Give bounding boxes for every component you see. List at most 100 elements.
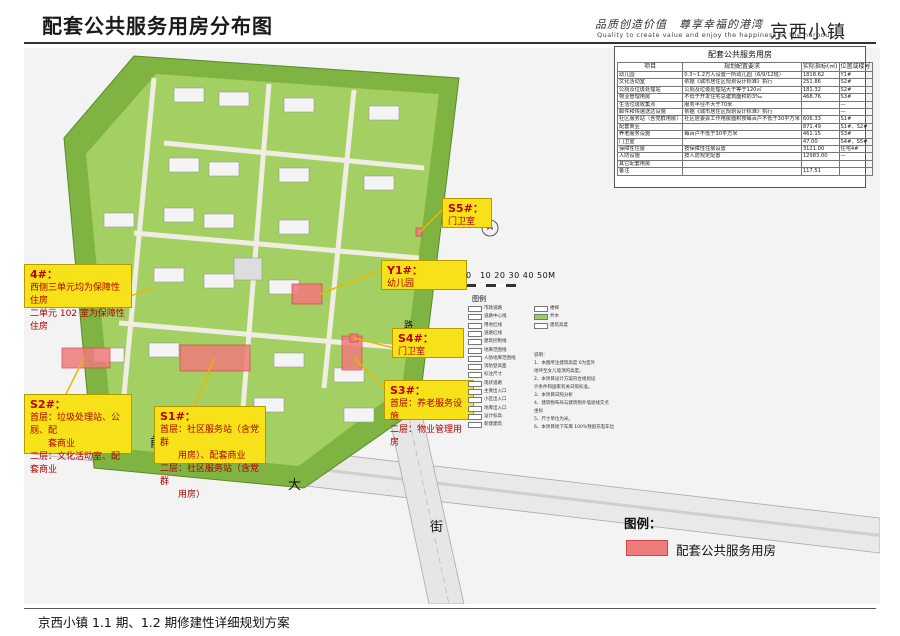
site-legend-swatch [468,306,482,312]
building-s2 [61,347,111,369]
schedule-cell [682,122,802,132]
site-legend-swatch [468,372,482,379]
schedule-cell: 0.3~1.2万人设置一所幼儿园（6/9/12班） [682,70,802,80]
schedule-header-cell: 位置或楼号 [838,62,873,72]
footer-title: 京西小镇 1.1 期、1.2 期修建性详细规划方案 [38,615,290,630]
schedule-cell: 461.15 [800,130,840,139]
schedule-cell: 住宅4# [838,145,873,154]
schedule-cell: S2# [838,85,873,95]
schedule-cell: 人防设施 [616,152,684,161]
site-legend-item: 市政道路 [484,306,502,311]
site-legend-swatch [468,389,482,395]
callout-y1-line: 幼儿园 [387,279,415,289]
schedule-cell: 保障性住房 [616,145,684,154]
site-legend-swatch [468,380,482,387]
schedule-row: 邮件和快递送达设施依据《城市居住区规划设计标准》执行— [616,108,873,117]
callout-s2-line-3: 二层：文化活动室、配套商业 [30,452,121,475]
callout-s4: S4#： 门卫室 [392,328,464,358]
schedule-cell: 文化活动室 [616,78,684,87]
site-legend-item: 建筑高度 [550,322,568,328]
site-legend-item: 设计标高 [484,413,502,419]
callout-building-4: 4#： 西侧三单元均为保障性住房 二单元 102 室为保障性住房 [24,264,132,332]
schedule-row: 其它配套用房 [616,159,873,169]
site-legend-swatch [468,355,482,362]
schedule-cell: 12983.00 [800,152,840,161]
site-legend-swatch [468,405,482,412]
site-legend-item: 小区出入口 [484,397,507,403]
schedule-cell: S1# [838,115,873,124]
callout-s3-id: S3#： [390,384,426,397]
slogan: 品质创造价值 尊享幸福的港湾 [595,18,763,31]
site-legend-item: 道路中心线 [484,314,507,320]
callout-s1-id: S1#： [160,410,196,423]
schedule-cell [800,108,840,117]
schedule-header-cell: 规划配置要求 [682,62,802,72]
callout-s3-line-1: 首层：养老服务设施 [390,399,463,422]
schedule-cell: 其它配套用房 [616,159,684,169]
site-legend-swatch [534,314,548,321]
site-legend-swatch [468,314,482,321]
schedule-cell: Y1# [838,70,873,80]
note-line: 5、尺寸单位为米。 [534,417,573,422]
schedule-cell: 181.32 [800,85,840,95]
note-line: 计条件和国家有关日照标准。 [534,385,593,390]
schedule-cell: 按人防规定配置 [682,152,802,161]
site-legend-swatch [468,364,482,371]
schedule-cell: 生活垃圾收集点 [616,100,684,110]
schedule-cell: — [838,152,873,161]
site-legend-swatch [468,339,482,346]
site-legend-item: 消防登高面 [484,364,507,370]
main-legend-label: 配套公共服务用房 [676,543,777,558]
site-legend-item: 现状道路 [484,380,502,386]
schedule-cell: 251.86 [800,78,840,87]
note-line: 2、本项目设计方案符合规划设 [534,377,596,382]
callout-s5-line: 门卫室 [448,217,476,227]
schedule-cell [800,159,840,169]
site-legend-swatch [534,322,548,329]
callout-s5: S5#： 门卫室 [442,198,492,228]
schedule-cell: 606.33 [800,115,840,124]
schedule-cell: 按保障性住房设置 [682,145,802,154]
schedule-cell: 备注 [616,167,684,176]
schedule-cell [800,100,840,110]
schedule-cell: S1#、S2# [838,122,873,132]
site-legend-item: 人防地库范围线 [484,355,516,361]
site-legend-item: 乔木 [550,314,559,320]
callout-s2-line-1: 首层：垃圾处理站、公厕、配 [30,413,121,436]
street-label-da: 大 [288,478,302,493]
schedule-cell: 468.76 [800,93,840,102]
brand-name: 京西小镇 [770,22,846,43]
callout-y1: Y1#： 幼儿园 [381,260,467,290]
schedule-cell: 物业管理用房 [616,93,684,102]
design-notes: 说明：1、本图所注建筑高度 0为室外地坪至女儿墙顶的高度。2、本项目设计方案符合… [534,352,624,432]
building-s5 [415,227,423,237]
building-s1 [179,344,251,372]
site-legend-item: 标注尺寸 [484,372,502,378]
schedule-cell: 不低于开发住宅总建筑面积的3‰ [682,93,802,102]
scale-label: 0 10 20 30 40 50M [466,271,556,280]
schedule-cell: 社区居委会工作用房面积按每百户不低于30平方米 [682,115,802,124]
site-legend-item: 用地红线 [484,322,502,328]
callout-building-4-id: 4#： [30,268,58,281]
schedule-cell: 服务半径不大于70米 [682,100,802,110]
site-legend-item: 建筑控制线 [484,339,507,345]
site-legend-item: 地库出入口 [484,405,507,411]
schedule-cell [838,167,873,176]
callout-s1-line-1: 首层：社区服务站（含党群 [160,425,260,448]
schedule-cell [838,159,873,169]
schedule-cell: 依据《城市居住区规划设计标准》执行 [682,108,802,117]
callout-building-4-line-1: 西侧三单元均为保障性住房 [30,283,121,306]
service-buildings [61,227,423,372]
site-legend-swatch [468,330,482,337]
callout-s4-id: S4#： [398,332,434,345]
site-legend-item: 楼梯 [550,306,559,311]
note-line: 坐标 [534,409,543,414]
